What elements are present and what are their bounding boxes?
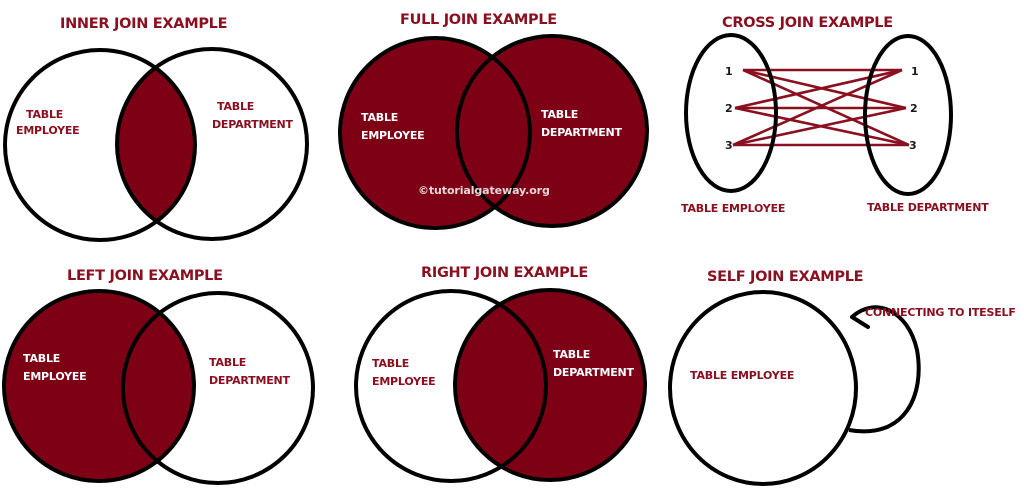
cross-join-employee-row-1: 1: [725, 65, 733, 78]
cross-join-connector-lines: [732, 68, 910, 147]
cross-join-employee-row-2: 2: [725, 102, 733, 115]
cross-join-department-row-2: 2: [910, 102, 918, 115]
left-join-employee-fill: [4, 291, 194, 481]
full-join-employee-circle: [338, 36, 532, 230]
inner-join-panel: INNER JOIN EXAMPLE TABLE EMPLOYEE TABLE …: [3, 16, 309, 242]
full-join-left-label-line1: TABLE: [361, 111, 398, 124]
full-join-right-label-line2: DEPARTMENT: [541, 126, 623, 139]
full-join-department-circle: [455, 34, 649, 228]
right-join-left-label-line2: EMPLOYEE: [372, 375, 436, 388]
cross-join-panel: CROSS JOIN EXAMPLE 1 2 3 1 2 3 TABLE EMP…: [681, 15, 989, 215]
inner-join-right-label-line2: DEPARTMENT: [212, 118, 294, 131]
full-join-department-fill: [457, 36, 647, 226]
self-join-annotation: CONNECTING TO ITESELF: [865, 306, 1016, 319]
right-join-left-label-line1: TABLE: [372, 357, 409, 370]
cross-join-department-row-1: 1: [911, 65, 919, 78]
inner-join-left-label-line1: TABLE: [26, 108, 63, 121]
cross-join-employee-row-3: 3: [725, 139, 733, 152]
left-join-left-label-line2: EMPLOYEE: [23, 370, 87, 383]
left-join-panel: LEFT JOIN EXAMPLE TABLE EMPLOYEE TABLE D…: [2, 268, 315, 485]
inner-join-department-circle: [115, 47, 309, 241]
full-join-left-label-line2: EMPLOYEE: [361, 129, 425, 142]
inner-join-left-label-line2: EMPLOYEE: [16, 124, 80, 137]
cross-join-employee-ellipse: [684, 33, 778, 193]
left-join-employee-circle: [2, 289, 196, 483]
full-join-title: FULL JOIN EXAMPLE: [400, 12, 557, 28]
right-join-title: RIGHT JOIN EXAMPLE: [421, 265, 588, 281]
left-join-department-circle: [121, 291, 315, 485]
arrowhead-icon: [850, 315, 870, 329]
self-join-label: TABLE EMPLOYEE: [690, 369, 794, 382]
self-join-loop-arrow: [848, 305, 921, 434]
full-join-right-label-line1: TABLE: [541, 108, 578, 121]
right-join-right-label-line2: DEPARTMENT: [553, 366, 635, 379]
right-join-panel: RIGHT JOIN EXAMPLE TABLE EMPLOYEE TABLE …: [354, 265, 647, 483]
inner-join-intersection: [117, 50, 195, 239]
cross-join-right-label: TABLE DEPARTMENT: [867, 201, 989, 214]
left-join-right-label-line1: TABLE: [209, 356, 246, 369]
cross-join-department-ellipse: [863, 34, 953, 196]
inner-join-employee-circle: [3, 48, 197, 242]
inner-join-title: INNER JOIN EXAMPLE: [60, 16, 227, 32]
self-join-employee-circle: [668, 290, 858, 486]
right-join-department-circle: [453, 288, 647, 482]
self-join-panel: SELF JOIN EXAMPLE TABLE EMPLOYEE CONNECT…: [668, 269, 1016, 486]
cross-join-left-label: TABLE EMPLOYEE: [681, 202, 785, 215]
left-join-title: LEFT JOIN EXAMPLE: [67, 268, 223, 284]
right-join-department-fill: [455, 290, 645, 480]
self-join-title: SELF JOIN EXAMPLE: [707, 269, 863, 285]
full-join-panel: FULL JOIN EXAMPLE TABLE EMPLOYEE TABLE D…: [338, 12, 649, 230]
right-join-right-label-line1: TABLE: [553, 348, 590, 361]
left-join-left-label-line1: TABLE: [23, 352, 60, 365]
left-join-right-label-line2: DEPARTMENT: [209, 374, 291, 387]
cross-join-department-row-3: 3: [909, 139, 917, 152]
right-join-employee-circle: [354, 289, 548, 483]
cross-join-title: CROSS JOIN EXAMPLE: [722, 15, 893, 31]
inner-join-right-label-line1: TABLE: [217, 100, 254, 113]
watermark: ©tutorialgateway.org: [418, 184, 550, 197]
